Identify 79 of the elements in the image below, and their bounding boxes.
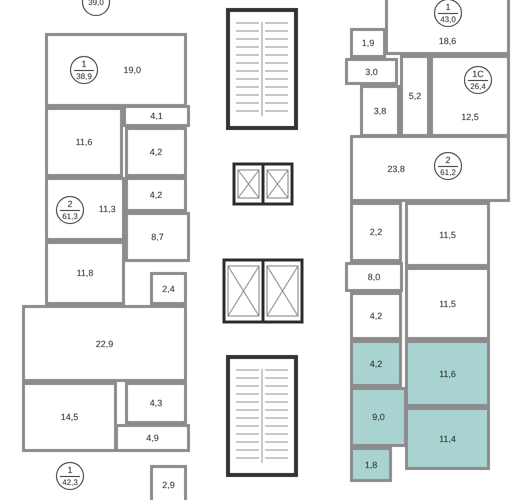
room-outline [125,212,190,262]
room-outline [45,177,125,241]
apartment-area: 61,2 [435,168,461,177]
room-outline [350,292,402,340]
room-area: 18,6 [412,36,484,46]
room-area: 5,2 [403,91,427,101]
room-area: 12,5 [448,112,492,122]
room-area: 4,3 [128,398,184,408]
room-area: 11,3 [85,204,130,214]
room-area: 2,9 [153,480,184,490]
room-outline [350,202,402,262]
room-area: 3,8 [363,106,397,116]
room-outline [345,262,403,292]
room-area: 14,5 [25,412,114,422]
room-outline [22,382,117,452]
room-outline [45,107,123,177]
apartment-area: 43,0 [435,15,461,24]
room-area: 8,0 [348,272,400,282]
room-area: 19,0 [92,65,174,75]
room-area: 4,2 [128,190,184,200]
apartment-badge [464,66,492,94]
room-area: 3,0 [348,66,395,76]
apartment-badge [434,0,462,27]
room-area: 4,2 [353,311,399,321]
apartment-area: 38,9 [71,72,97,81]
room-area: 2,4 [153,284,184,294]
room-outline [125,127,187,177]
room-outline [22,305,187,382]
room-outline [345,58,398,85]
room-outline [350,28,386,58]
room-area: 11,8 [48,268,122,278]
apartment-badge [70,56,98,84]
room-outline [385,0,510,55]
room-outline [430,55,510,137]
apartment-number: 2 [66,199,74,209]
apartment-number: 1 [80,59,88,69]
room-area: 1,8 [353,460,389,470]
room-outline [405,202,490,267]
room-area: 11,5 [408,298,487,308]
room-area: 11,6 [48,137,120,147]
room-area: 11,6 [408,368,487,378]
apartment-badge [56,462,84,490]
apartment-badge [56,196,84,224]
apartment-badge [434,152,462,180]
room-outline [45,33,187,107]
apartment-area: 61,3 [57,212,83,221]
room-outline [125,382,187,424]
room-outline [400,55,430,137]
room-outline [350,447,392,482]
room-outline [405,267,490,340]
room-area: 22,9 [25,338,184,348]
apartment-area: 42,3 [57,478,83,487]
room-area: 11,4 [408,434,487,444]
room-outline [125,177,187,212]
room-outline [350,340,402,387]
room-outline [115,424,190,452]
room-area: 9,0 [353,412,404,422]
room-outline [45,241,125,305]
room-area: 4,2 [353,358,399,368]
apartment-number: 2 [444,155,452,165]
room-outline [360,85,400,137]
room-area: 4,1 [126,111,187,121]
apartment-number: 1 [444,2,452,12]
room-outline [405,340,490,407]
room-outline [350,135,510,202]
room-outline [150,465,187,500]
room-area: 8,7 [128,232,187,242]
apartment-number: 1С [471,69,485,79]
room-outline [123,105,190,127]
room-area: 4,9 [118,433,187,443]
apartment-number: 1 [66,465,74,475]
room-outline [150,272,187,305]
apartment-area: 26,4 [465,82,491,91]
room-area: 11,5 [408,230,487,240]
room-outline [405,407,490,470]
room-area: 1,9 [353,38,383,48]
room-area: 2,2 [353,227,399,237]
room-area: 4,2 [128,147,184,157]
room-outline [350,387,407,447]
